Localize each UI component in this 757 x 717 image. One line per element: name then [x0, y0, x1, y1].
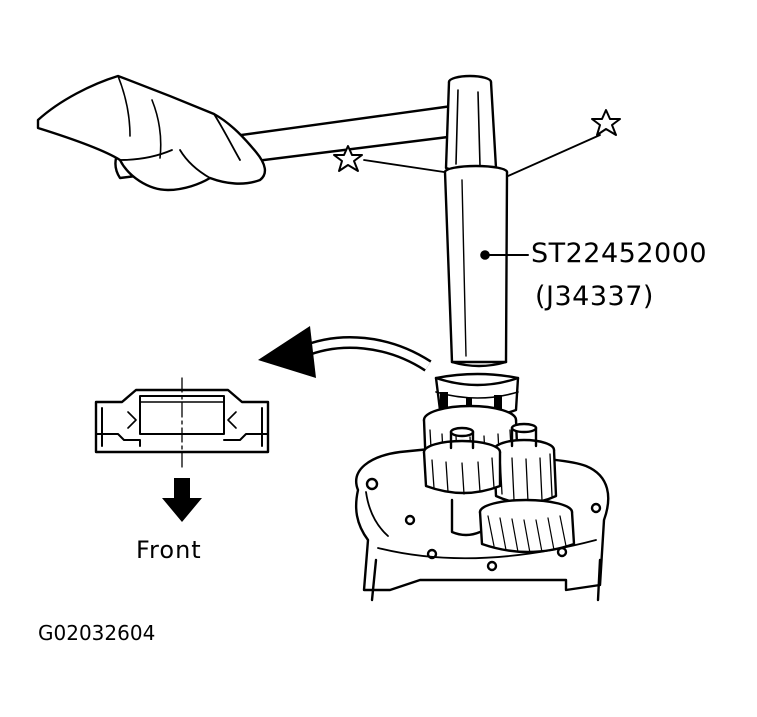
hand	[36, 74, 267, 192]
special-tool-tube	[443, 164, 509, 368]
drive-gear	[450, 498, 576, 554]
tool-alt-number-label: (J34337)	[535, 281, 654, 312]
tool-number-label: ST22452000	[531, 238, 708, 269]
front-direction-arrow	[162, 478, 202, 522]
impact-star-left	[333, 145, 363, 172]
figure-code-label: G02032604	[38, 621, 156, 645]
hammer-head	[444, 74, 498, 175]
impact-line-left	[363, 159, 445, 173]
curved-arrow	[258, 326, 432, 378]
impact-star-right	[591, 109, 621, 136]
impact-line-right	[507, 134, 601, 177]
output-gear	[422, 426, 502, 495]
front-direction-label: Front	[136, 536, 202, 564]
